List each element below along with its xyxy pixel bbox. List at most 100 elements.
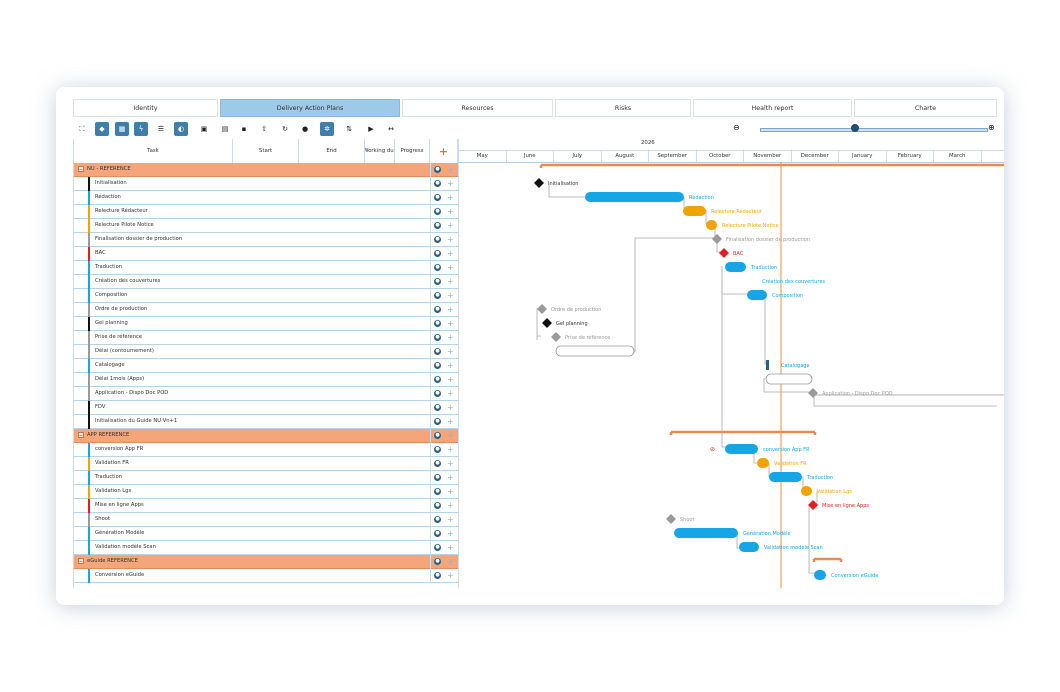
task-row[interactable]: Délai (contournement)●+ (74, 345, 458, 359)
milestone-label[interactable]: BAC (733, 251, 744, 257)
dependency-link[interactable] (763, 378, 813, 393)
add-subtask-icon[interactable]: + (447, 487, 454, 496)
task-row[interactable]: conversion App FR●+ (74, 443, 458, 457)
task-row[interactable]: Rédaction●+ (74, 191, 458, 205)
task-row[interactable]: Initialisation●+ (74, 177, 458, 191)
settings-icon[interactable]: ✲ (320, 122, 334, 136)
add-subtask-icon[interactable]: + (447, 375, 454, 384)
task-settings-icon[interactable]: ● (434, 544, 441, 551)
fit-screen-icon[interactable]: ⛶ (79, 124, 85, 133)
add-task-button[interactable]: + (430, 139, 458, 163)
task-row[interactable]: BAC●+ (74, 247, 458, 261)
task-settings-icon[interactable]: ● (434, 166, 441, 173)
task-settings-icon[interactable]: ● (434, 180, 441, 187)
task-row[interactable]: Relecture Rédacteur●+ (74, 205, 458, 219)
task-row[interactable]: Prise de référence●+ (74, 331, 458, 345)
task-settings-icon[interactable]: ● (434, 292, 441, 299)
table-icon[interactable]: ▣ (200, 125, 208, 133)
task-row[interactable]: Mise en ligne Apps●+ (74, 499, 458, 513)
task-settings-icon[interactable]: ● (434, 334, 441, 341)
task-settings-icon[interactable]: ● (434, 558, 441, 565)
task-row[interactable]: Initialisation du Guide NU Vn+1●+ (74, 415, 458, 429)
task-bar-label[interactable]: Création des couvertures (762, 278, 825, 285)
column-end[interactable]: End (299, 139, 365, 163)
add-subtask-icon[interactable]: + (447, 529, 454, 538)
group-summary-bar[interactable] (669, 430, 817, 435)
task-bar[interactable] (766, 360, 769, 370)
task-settings-icon[interactable]: ● (434, 250, 441, 257)
milestone-label[interactable]: Mise en ligne Apps (822, 503, 869, 509)
add-subtask-icon[interactable]: + (447, 221, 454, 230)
expand-width-icon[interactable]: ↔ (388, 125, 394, 133)
document-icon[interactable]: ▤ (221, 125, 229, 133)
task-settings-icon[interactable]: ● (434, 404, 441, 411)
calendar-icon[interactable]: ▦ (115, 122, 129, 136)
task-bar[interactable] (814, 570, 826, 580)
task-row[interactable]: Gel planning●+ (74, 317, 458, 331)
task-row[interactable]: Création des couvertures●+ (74, 275, 458, 289)
milestone-diamond[interactable] (666, 514, 676, 524)
export-icon[interactable]: ▶ (368, 125, 374, 133)
dependency-link[interactable] (548, 183, 585, 198)
group-summary-bar[interactable] (539, 163, 1004, 168)
task-bar-label[interactable]: Validation Lgs (817, 489, 852, 495)
task-bar-label[interactable]: Conversion eGuide (831, 573, 878, 579)
add-subtask-icon[interactable]: + (447, 473, 454, 482)
add-subtask-icon[interactable]: + (447, 179, 454, 188)
add-subtask-icon[interactable]: + (447, 165, 454, 174)
toggle-icon[interactable]: ◐ (174, 122, 188, 136)
task-settings-icon[interactable]: ● (434, 278, 441, 285)
task-bar[interactable] (725, 444, 758, 454)
tab-charte[interactable]: Charte (854, 99, 997, 117)
save-icon[interactable]: ▪ (241, 125, 247, 133)
task-settings-icon[interactable]: ● (434, 446, 441, 453)
task-row[interactable]: FDV●+ (74, 401, 458, 415)
zoom-slider-handle[interactable] (851, 124, 859, 132)
zoom-slider[interactable] (760, 128, 988, 132)
task-bar-label[interactable]: Traduction (806, 475, 833, 481)
link-icon[interactable]: ⊘ (710, 446, 715, 453)
milestone-diamond[interactable] (537, 304, 547, 314)
dependency-link[interactable] (536, 308, 541, 340)
task-settings-icon[interactable]: ● (434, 502, 441, 509)
task-settings-icon[interactable]: ● (434, 432, 441, 439)
upload-icon[interactable]: ⇧ (261, 125, 267, 133)
task-settings-icon[interactable]: ● (434, 516, 441, 523)
zoom-in-icon[interactable]: ⊕ (988, 123, 995, 132)
add-subtask-icon[interactable]: + (447, 249, 454, 258)
task-row[interactable]: Traduction●+ (74, 471, 458, 485)
task-row[interactable]: Shoot●+ (74, 513, 458, 527)
add-subtask-icon[interactable]: + (447, 361, 454, 370)
add-subtask-icon[interactable]: + (447, 403, 454, 412)
task-settings-icon[interactable]: ● (434, 362, 441, 369)
user-icon[interactable]: ● (301, 125, 309, 133)
task-row[interactable]: Finalisation dossier de production●+ (74, 233, 458, 247)
task-bar[interactable] (683, 206, 706, 216)
zoom-out-icon[interactable]: ⊖ (733, 123, 740, 132)
milestone-label[interactable]: Initialisation (548, 181, 578, 187)
lightning-icon[interactable]: ϟ (134, 122, 148, 136)
dependency-link[interactable] (736, 534, 740, 549)
task-bar[interactable] (769, 472, 802, 482)
refresh-icon[interactable]: ↻ (282, 125, 288, 133)
task-settings-icon[interactable]: ● (434, 222, 441, 229)
task-settings-icon[interactable]: ● (434, 418, 441, 425)
task-settings-icon[interactable]: ● (434, 236, 441, 243)
milestone-label[interactable]: Prise de référence (565, 334, 610, 341)
task-bar-label[interactable]: Composition (772, 293, 803, 299)
column-task[interactable]: Task (74, 139, 233, 163)
tab-risks[interactable]: Risks (555, 99, 691, 117)
task-settings-icon[interactable]: ● (434, 320, 441, 327)
collapse-toggle[interactable]: − (78, 558, 84, 565)
add-subtask-icon[interactable]: + (447, 515, 454, 524)
milestone-diamond[interactable] (808, 388, 818, 398)
dependency-link[interactable] (808, 505, 817, 574)
task-bar[interactable] (739, 542, 759, 552)
task-settings-icon[interactable]: ● (434, 572, 441, 579)
task-row[interactable]: Validation Lgs●+ (74, 485, 458, 499)
column-start[interactable]: Start (233, 139, 299, 163)
task-bar-label[interactable]: conversion App FR (763, 447, 810, 453)
task-bar-label[interactable]: Rédaction (689, 194, 714, 201)
task-settings-icon[interactable]: ● (434, 208, 441, 215)
add-subtask-icon[interactable]: + (447, 389, 454, 398)
